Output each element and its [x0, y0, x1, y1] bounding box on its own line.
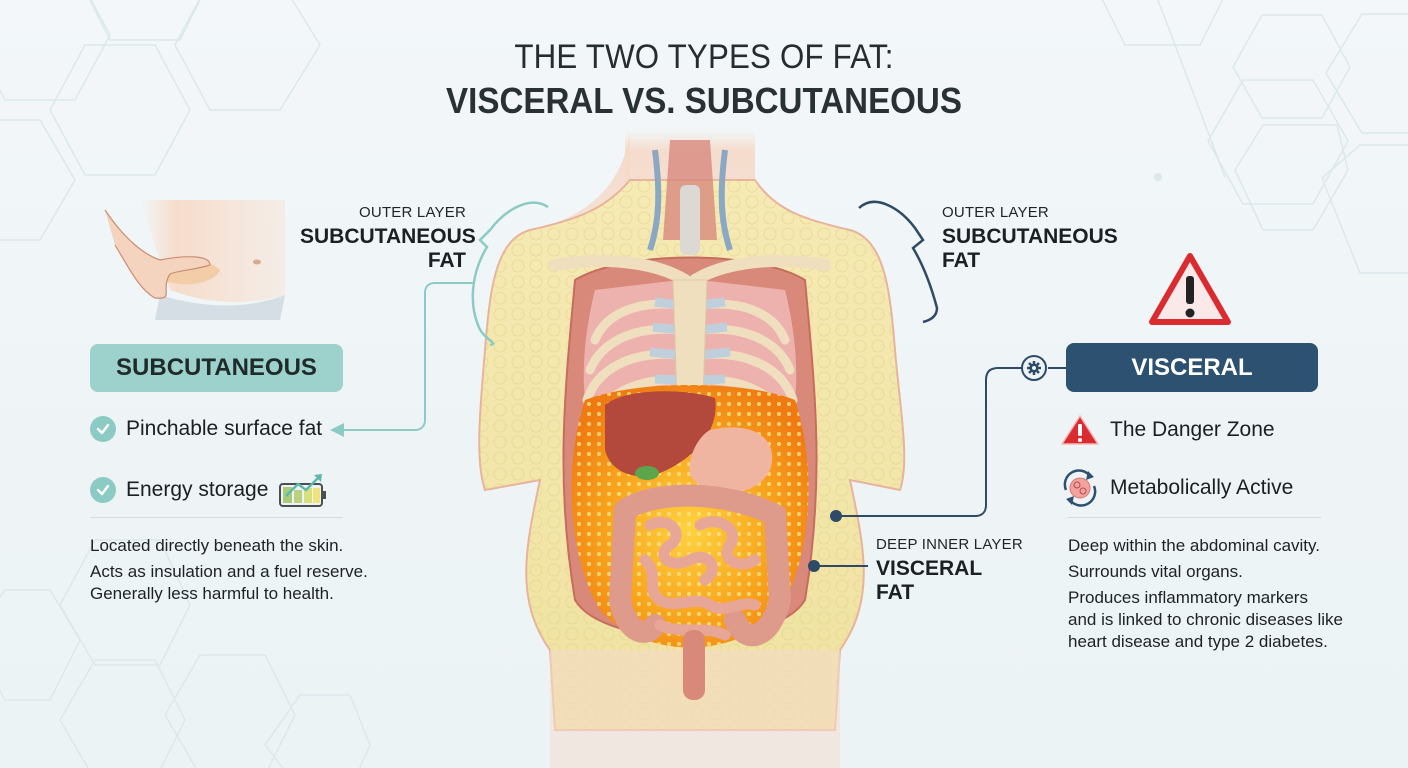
feature-metabolically-active: Metabolically Active [1060, 468, 1293, 508]
feature-text: Metabolically Active [1110, 476, 1294, 499]
title-line-2: VISCERAL VS. SUBCUTANEOUS [446, 80, 962, 121]
deep-callout-title-1: VISCERAL [876, 557, 983, 580]
feature-danger-zone: The Danger Zone [1060, 414, 1293, 446]
description-line: Surrounds vital organs. [1068, 562, 1243, 581]
left-callout-eyebrow: OUTER LAYER [359, 204, 466, 221]
right-outer-layer-callout: OUTER LAYER SUBCUTANEOUS FAT [942, 204, 1142, 273]
visceral-label: VISCERAL [1131, 353, 1253, 381]
subcutaneous-label: SUBCUTANEOUS [116, 354, 317, 381]
feature-text: Energy storage [126, 478, 269, 501]
subcutaneous-features: Pinchable surface fat Energy storage [90, 416, 330, 508]
left-outer-layer-bracket [330, 201, 549, 437]
deep-inner-layer-callout: DEEP INNER LAYER VISCERAL FAT [876, 536, 1036, 605]
feature-text: The Danger Zone [1110, 418, 1275, 441]
right-callout-title-1: SUBCUTANEOUS [942, 225, 1118, 248]
gear-icon [1027, 361, 1041, 375]
right-callout-title-2: FAT [942, 249, 981, 272]
description-line: Acts as insulation and a fuel reserve. [90, 562, 368, 581]
visceral-label-pill: VISCERAL [1066, 343, 1318, 392]
battery-growth-icon [279, 474, 327, 507]
torso-anatomy-illustration [478, 130, 906, 768]
large-warning-triangle-icon [1149, 253, 1231, 325]
pinch-belly-illustration [104, 200, 285, 320]
metabolic-cycle-icon [1063, 469, 1097, 507]
visceral-description: Deep within the abdominal cavity. Surrou… [1068, 535, 1388, 653]
visceral-features: The Danger Zone Metabolically Active [1060, 414, 1293, 508]
deep-callout-eyebrow: DEEP INNER LAYER [876, 536, 1023, 553]
feature-text: Pinchable surface fat [126, 417, 323, 440]
deep-callout-title-2: FAT [876, 581, 915, 604]
description-line: Deep within the abdominal cavity. [1068, 536, 1320, 555]
description-line: Generally less harmful to health. [90, 584, 334, 603]
description-line: Located directly beneath the skin. [90, 536, 344, 555]
description-line: and is linked to chronic diseases like [1068, 610, 1343, 629]
left-callout-title-2: FAT [427, 249, 466, 272]
description-line: Produces inflammatory markers [1068, 588, 1308, 607]
left-outer-layer-callout: OUTER LAYER SUBCUTANEOUS FAT [300, 204, 476, 273]
subcutaneous-divider [90, 517, 343, 518]
check-circle-icon [90, 477, 116, 503]
feature-energy-storage: Energy storage [90, 472, 330, 508]
right-outer-layer-bracket [858, 200, 939, 324]
title-line-1: THE TWO TYPES OF FAT: [514, 38, 894, 76]
visceral-divider [1068, 517, 1321, 518]
subcutaneous-description: Located directly beneath the skin. Acts … [90, 535, 410, 605]
subcutaneous-label-pill: SUBCUTANEOUS [90, 344, 343, 392]
left-callout-title-1: SUBCUTANEOUS [300, 225, 476, 248]
description-line: heart disease and type 2 diabetes. [1068, 632, 1328, 651]
feature-pinchable: Pinchable surface fat [90, 416, 330, 442]
right-callout-eyebrow: OUTER LAYER [942, 204, 1049, 221]
check-circle-icon [90, 416, 116, 442]
visceral-connector-lines [808, 355, 1066, 572]
warning-triangle-icon [1061, 415, 1099, 445]
